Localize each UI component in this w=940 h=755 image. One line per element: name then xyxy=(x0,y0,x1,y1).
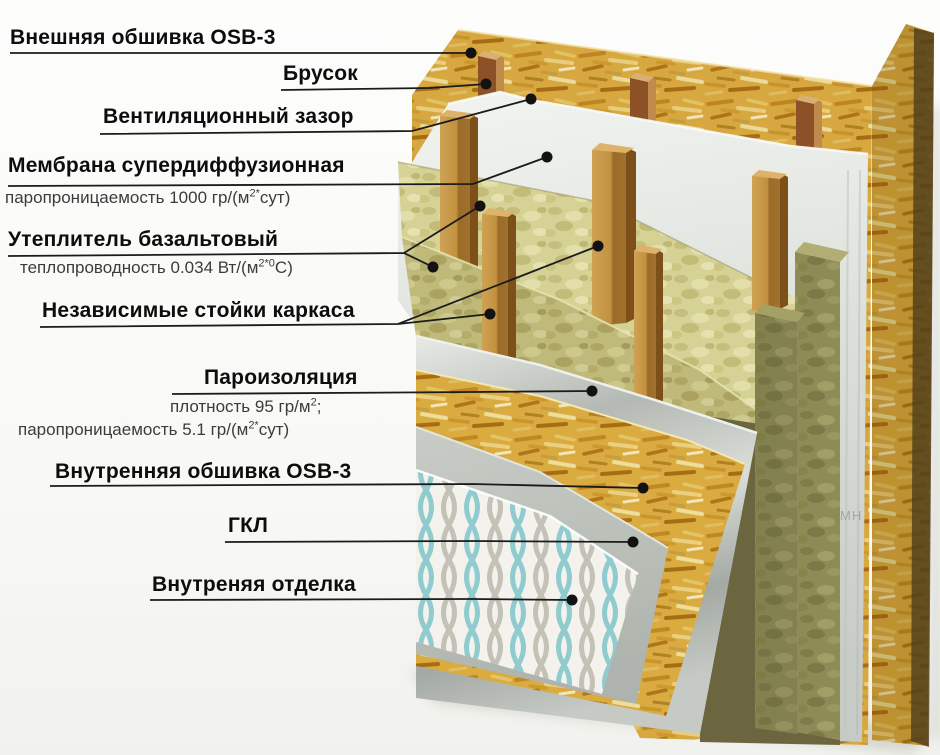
label-studs-title: Независимые стойки каркаса xyxy=(42,299,355,322)
membrane-sub-text: паропроницаемость 1000 гр/(м xyxy=(5,188,250,207)
stud-tall-2 xyxy=(592,143,636,326)
label-insulation-sub: теплопроводность 0.034 Вт/(м2*0С) xyxy=(20,258,293,278)
insulation-section-blocks xyxy=(700,242,849,745)
leader-line-gkl xyxy=(224,540,634,543)
label-vent-gap-title: Вентиляционный зазор xyxy=(103,105,354,128)
leader-dot-gkl xyxy=(627,536,639,548)
label-finish-title: Внутреняя отделка xyxy=(152,573,356,596)
leader-dot-finish xyxy=(566,594,578,606)
leader-dot-insulation-2 xyxy=(427,261,439,273)
leader-line-finish xyxy=(149,598,573,601)
label-vapor-title: Пароизоляция xyxy=(204,366,358,389)
label-vapor-sub1: плотность 95 гр/м2; xyxy=(170,397,321,417)
osb-panel-edge xyxy=(911,28,934,747)
membrane-sub-sup: 2* xyxy=(249,187,260,200)
leader-dot-vent-gap xyxy=(525,93,537,105)
stud-tall-3 xyxy=(752,170,788,311)
insulation-sub-sup: 2*0 xyxy=(258,257,275,270)
leader-line-vent-gap xyxy=(99,98,532,135)
section-block-rear xyxy=(795,242,849,740)
vapor-sub1-sup: 2 xyxy=(310,396,317,409)
leader-dot-studs-1 xyxy=(484,308,496,320)
vapor-sub2-text: паропроницаемость 5.1 гр/(м xyxy=(18,420,249,439)
vapor-sub1-text: плотность 95 гр/м xyxy=(170,397,311,416)
stud-tall-1 xyxy=(440,110,478,283)
leader-dot-membrane xyxy=(541,151,553,163)
leader-line-vapor xyxy=(171,390,593,395)
label-insulation-title: Утеплитель базальтовый xyxy=(8,228,279,251)
leader-line-osb-inner xyxy=(49,483,644,489)
leader-dot-osb-inner xyxy=(637,482,649,494)
leader-dot-vapor xyxy=(586,385,598,397)
section-block-front xyxy=(755,304,805,734)
frame-studs xyxy=(440,110,788,326)
label-batten-title: Брусок xyxy=(283,62,359,85)
vapor-sub1-text2: ; xyxy=(316,397,322,416)
label-gkl-title: ГКЛ xyxy=(228,514,269,537)
leader-dot-studs-2 xyxy=(592,240,604,252)
vapor-sub2-sup: 2* xyxy=(248,419,259,432)
stud-counter-2 xyxy=(634,245,663,420)
label-membrane-title: Мембрана супердиффузионная xyxy=(8,154,345,177)
leader-dot-insulation-1 xyxy=(474,200,486,212)
leader-line-studs xyxy=(39,245,599,328)
label-osb-inner-title: Внутренняя обшивка OSB-3 xyxy=(55,460,352,483)
leader-line-membrane xyxy=(7,156,548,187)
label-vapor-sub2: паропроницаемость 5.1 гр/(м2*сут) xyxy=(18,420,289,440)
membrane-print-text: МН xyxy=(840,508,862,523)
vapor-sub2-text2: сут) xyxy=(258,420,290,439)
label-osb-outer-title: Внешняя обшивка OSB-3 xyxy=(10,26,276,49)
leader-dot-batten xyxy=(480,78,492,90)
layer-wallpaper xyxy=(415,468,639,694)
leader-dots xyxy=(427,47,649,606)
leader-line-batten xyxy=(280,83,487,91)
insulation-sub-text: теплопроводность 0.034 Вт/(м xyxy=(20,258,259,277)
insulation-sub-text2: С) xyxy=(274,258,293,277)
membrane-sub-text2: сут) xyxy=(259,188,291,207)
label-membrane-sub: паропроницаемость 1000 гр/(м2*сут) xyxy=(5,188,290,208)
leader-dot-osb-outer xyxy=(465,47,477,59)
